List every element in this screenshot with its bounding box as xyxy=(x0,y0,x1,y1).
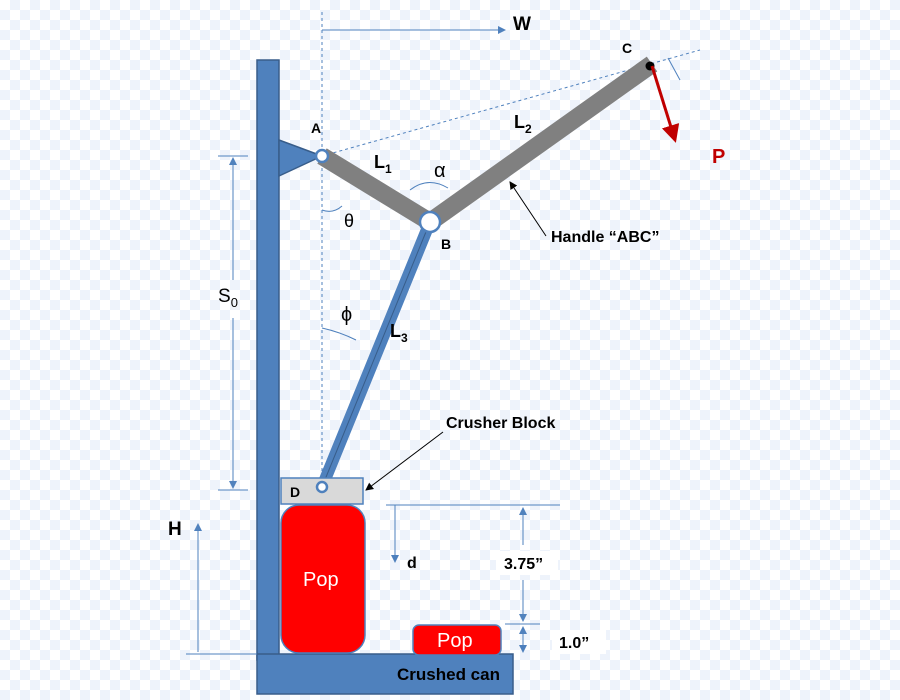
force-p-arrow xyxy=(650,65,680,143)
label-c: C xyxy=(622,40,632,56)
pin-d xyxy=(315,480,329,494)
crushed-pop-can xyxy=(412,624,502,656)
label-theta: θ xyxy=(344,211,354,231)
c-tick xyxy=(667,57,681,81)
label-pop-crushed: Pop xyxy=(437,630,473,652)
label-l3: L3 xyxy=(390,321,408,345)
label-dim-375: 3.75” xyxy=(504,556,543,573)
label-phi: ϕ xyxy=(341,304,352,326)
label-handle-abc: Handle “ABC” xyxy=(551,229,659,246)
label-l1: L1 xyxy=(374,152,392,176)
link-l3-outline xyxy=(321,221,431,488)
handle-segment-ab xyxy=(317,148,435,230)
dim-10-label-bg xyxy=(552,630,606,654)
label-d: D xyxy=(290,484,300,500)
label-dim-10: 1.0” xyxy=(559,635,589,652)
crusher-block-callout-line xyxy=(365,431,444,491)
label-l2: L2 xyxy=(514,112,532,136)
label-alpha: α xyxy=(434,160,446,182)
alpha-angle-arc xyxy=(409,182,449,191)
handle-callout-line xyxy=(509,181,547,237)
label-p: P xyxy=(712,146,725,168)
label-crushed-can: Crushed can xyxy=(397,665,500,684)
label-d-displacement: d xyxy=(407,555,417,572)
label-crusher-block: Crusher Block xyxy=(446,415,555,432)
label-b: B xyxy=(441,236,451,252)
dim-375-label-bg xyxy=(496,551,558,575)
pivot-bracket-a xyxy=(278,138,324,178)
phi-angle-arc xyxy=(321,327,357,341)
joint-b xyxy=(418,210,442,234)
label-a: A xyxy=(311,120,321,136)
full-pop-can xyxy=(280,504,366,654)
theta-angle-arc xyxy=(321,205,343,212)
label-w: W xyxy=(513,14,531,35)
label-h: H xyxy=(168,519,182,540)
frame-base-plate xyxy=(256,653,514,695)
label-s0: S0 xyxy=(218,286,238,310)
label-pop-full: Pop xyxy=(303,569,339,591)
frame-vertical-post xyxy=(256,59,280,661)
pin-a xyxy=(314,148,330,164)
handle-segment-bc xyxy=(424,56,658,230)
